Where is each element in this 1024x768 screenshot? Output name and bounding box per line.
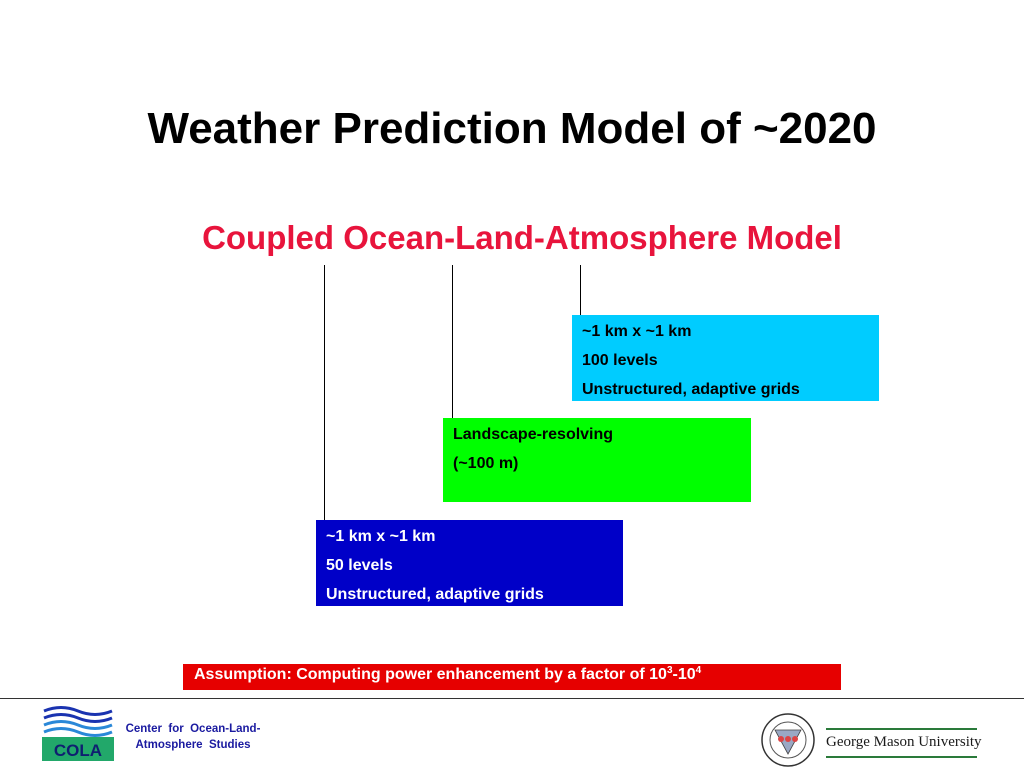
atmosphere-levels: 50 levels — [326, 557, 393, 574]
land-resolution: (~100 m) — [453, 455, 519, 472]
ocean-grid-type: Unstructured, adaptive grids — [582, 381, 800, 398]
connector-line-land — [452, 265, 453, 418]
gmu-bottom-bar — [826, 756, 977, 758]
atmosphere-model-box: ~1 km x ~1 km 50 levels Unstructured, ad… — [316, 520, 623, 606]
cola-name-line-1: Center for Ocean-Land- — [125, 723, 261, 735]
assumption-exponent-low: 3 — [666, 665, 673, 676]
connector-line-ocean — [580, 265, 581, 315]
cola-wave-logo-icon: COLA — [42, 706, 114, 761]
atmosphere-resolution: ~1 km x ~1 km — [326, 528, 436, 545]
ocean-levels: 100 levels — [582, 352, 658, 369]
land-description: Landscape-resolving — [453, 426, 614, 443]
assumption-range-dash: -10 — [672, 666, 696, 683]
assumption-banner: Assumption: Computing power enhancement … — [183, 664, 841, 690]
assumption-exponent-high: 4 — [695, 665, 702, 676]
assumption-text: Assumption: Computing power enhancement … — [194, 666, 667, 683]
cola-logo-wordmark: COLA — [54, 741, 102, 760]
gmu-top-bar — [826, 728, 977, 730]
gmu-university-name: George Mason University — [826, 734, 982, 750]
cola-name-line-2: Atmosphere Studies — [135, 739, 251, 751]
atmosphere-grid-type: Unstructured, adaptive grids — [326, 586, 544, 603]
gmu-seal-icon — [761, 713, 815, 767]
slide-subtitle: Coupled Ocean-Land-Atmosphere Model — [202, 219, 842, 256]
slide-title: Weather Prediction Model of ~2020 — [147, 104, 877, 153]
footer-divider — [0, 698, 1024, 699]
connector-line-atmosphere — [324, 265, 325, 520]
cola-name: Center for Ocean-Land- Atmosphere Studie… — [118, 721, 268, 753]
ocean-model-box: ~1 km x ~1 km 100 levels Unstructured, a… — [572, 315, 879, 401]
land-model-box: Landscape-resolving (~100 m) — [443, 418, 751, 502]
ocean-resolution: ~1 km x ~1 km — [582, 323, 692, 340]
